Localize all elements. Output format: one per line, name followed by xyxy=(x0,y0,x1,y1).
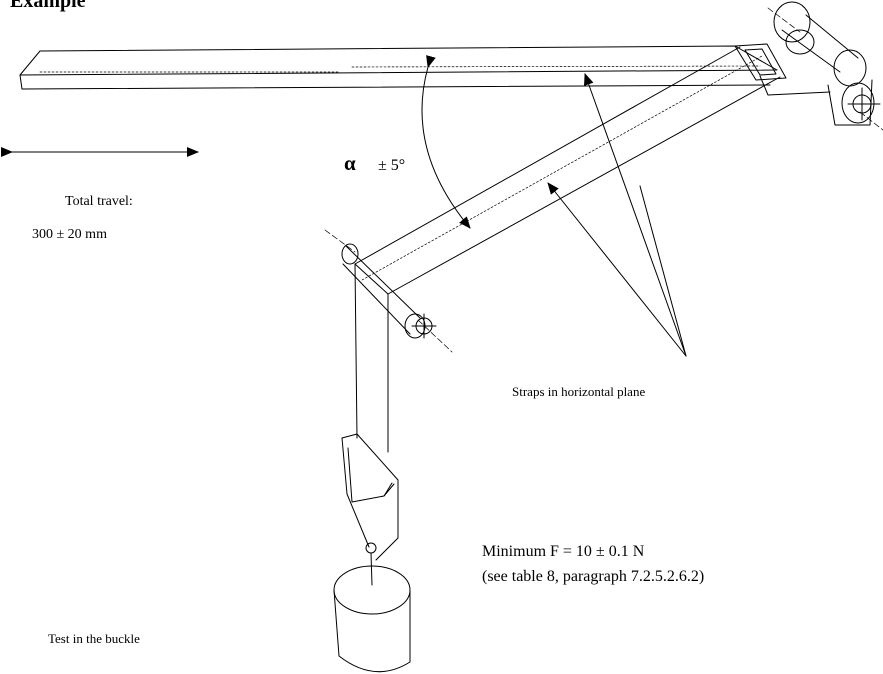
strap-buckle xyxy=(734,43,831,96)
strap-pointers xyxy=(547,73,687,357)
page-title: Example xyxy=(10,0,86,12)
travel-title: Total travel: xyxy=(65,194,133,209)
roller-assembly xyxy=(767,1,883,131)
straps-label: Straps in horizontal plane xyxy=(512,384,646,399)
horizontal-strap xyxy=(19,45,778,90)
travel-value: 300 ± 20 mm xyxy=(32,227,107,242)
angle-symbol: α xyxy=(344,151,356,175)
lower-roller xyxy=(324,229,453,353)
hook-icon xyxy=(365,542,377,554)
weight-mass xyxy=(333,565,411,673)
vertical-strap xyxy=(354,263,389,453)
force-minimum: Minimum F = 10 ± 0.1 N xyxy=(482,543,645,560)
weight-clamp xyxy=(341,433,399,586)
diagonal-strap xyxy=(354,46,781,295)
angle-arc xyxy=(421,55,471,229)
diagram-caption: Test in the buckle xyxy=(48,631,140,646)
angle-tolerance: ± 5° xyxy=(378,157,406,174)
force-reference: (see table 8, paragraph 7.2.5.2.6.2) xyxy=(482,568,705,585)
